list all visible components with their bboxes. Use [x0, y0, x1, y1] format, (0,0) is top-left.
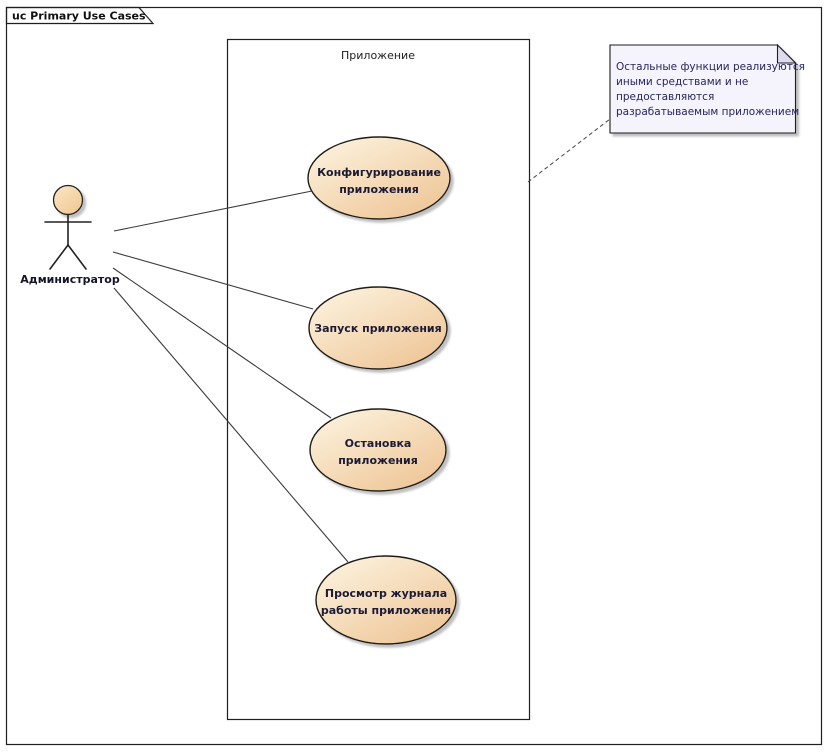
diagram-frame-title: uc Primary Use Cases: [12, 10, 146, 23]
use-case-stop-application[interactable]: Остановка приложения: [309, 408, 447, 492]
note-connector-dashed-line: [527, 118, 611, 183]
use-case-ellipse[interactable]: [308, 286, 448, 370]
actor-left-leg: [49, 244, 69, 270]
use-case-label-line: Запуск приложения: [314, 322, 441, 335]
use-case-label-line: приложения: [338, 454, 418, 467]
use-case-start-application[interactable]: Запуск приложения: [308, 286, 448, 370]
diagram-frame-border: [5, 6, 823, 746]
use-case-ellipse[interactable]: [315, 555, 457, 645]
association-actor-start: [112, 251, 314, 310]
use-case-label-line: работы приложения: [321, 604, 451, 617]
use-case-label-line: Конфигурирование: [317, 166, 441, 179]
note-line-1: Остальные функции реализуются: [616, 61, 805, 73]
note-fold-icon: [776, 43, 797, 64]
use-case-ellipse[interactable]: [307, 136, 451, 220]
actor-administrator[interactable]: Администратор: [20, 184, 120, 287]
association-actor-stop: [112, 267, 332, 419]
note-line-2: иными средствами и не: [616, 76, 748, 88]
note-line-3: предоставляются: [616, 91, 714, 103]
system-boundary: [226, 38, 531, 721]
use-case-configure-application[interactable]: Конфигурирование приложения: [307, 136, 451, 220]
association-actor-configure: [113, 190, 313, 232]
use-case-label-line: Остановка: [345, 437, 412, 450]
system-boundary-title: Приложение: [341, 49, 415, 62]
note-body[interactable]: [609, 44, 797, 134]
association-actor-view-log: [113, 287, 349, 563]
actor-label: Администратор: [20, 273, 120, 286]
actor-head[interactable]: [52, 184, 84, 216]
use-case-label-line: Просмотр журнала: [325, 587, 447, 600]
note-line-4: разрабатываемым приложением: [616, 106, 799, 118]
use-case-label-line: приложения: [339, 183, 419, 196]
diagram-frame-tab: [5, 6, 155, 25]
note[interactable]: Остальные функции реализуются иными сред…: [609, 43, 805, 134]
actor-right-leg: [67, 244, 87, 270]
use-case-view-log[interactable]: Просмотр журнала работы приложения: [315, 555, 457, 645]
use-case-ellipse[interactable]: [309, 408, 447, 492]
